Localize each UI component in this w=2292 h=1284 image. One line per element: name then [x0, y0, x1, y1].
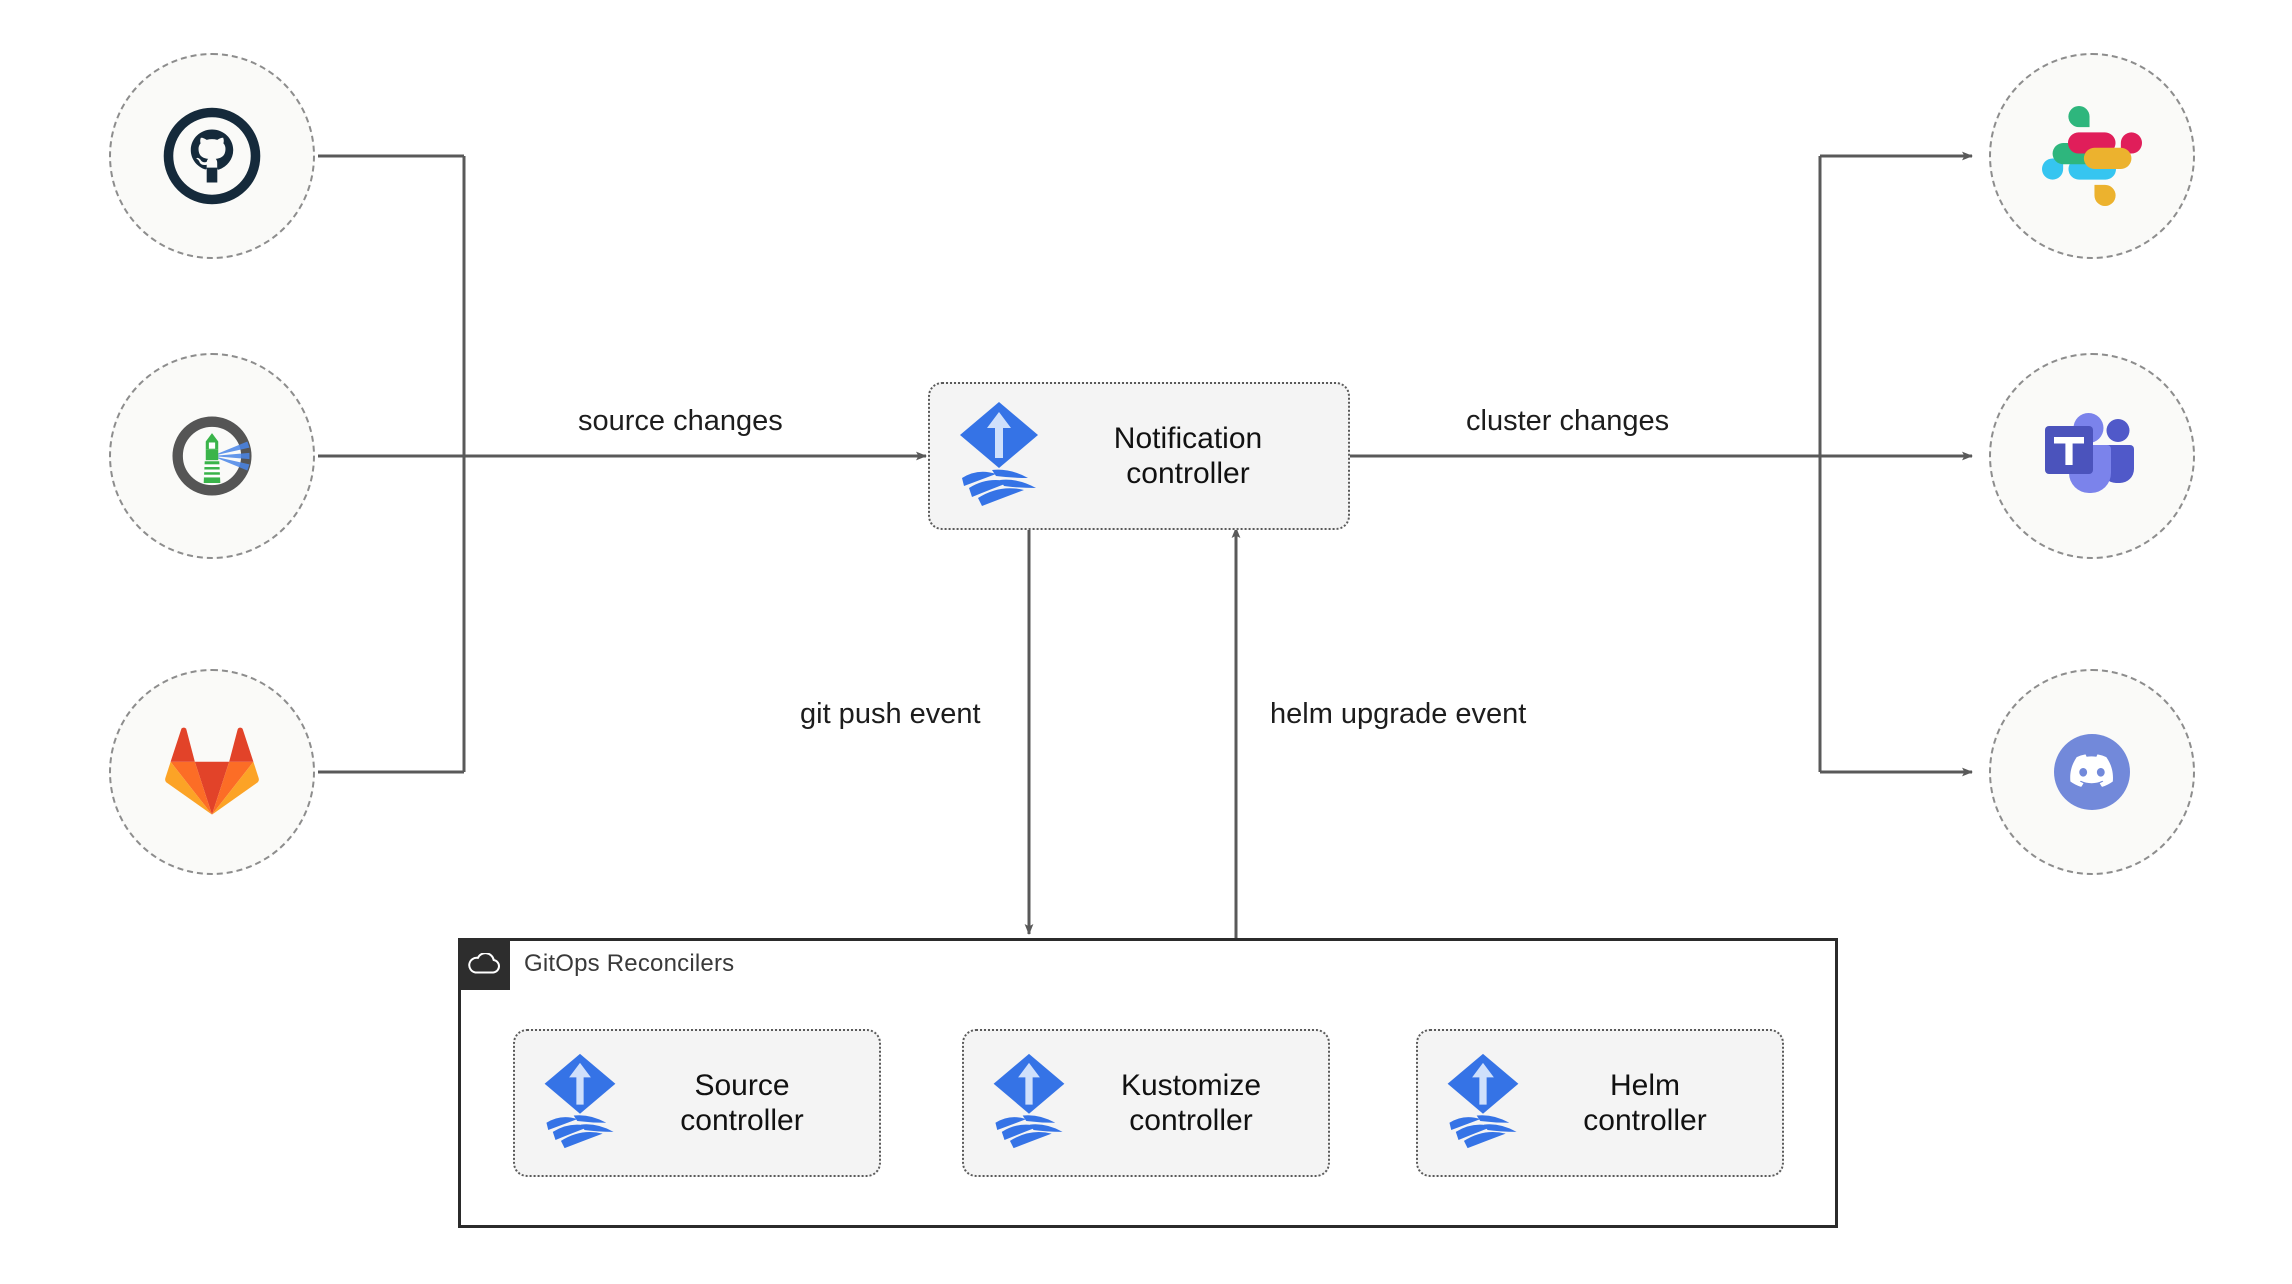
microsoft-teams-icon — [2040, 408, 2144, 504]
flux-logo-icon — [541, 1049, 619, 1158]
cloud-icon — [458, 938, 510, 990]
target-node-teams[interactable] — [1989, 353, 2195, 559]
edge-label-git-push-event: git push event — [800, 698, 981, 730]
helm-controller-label: Helm controller — [1583, 1068, 1707, 1137]
source-node-github[interactable] — [109, 53, 315, 259]
flux-logo-icon — [1444, 1049, 1522, 1158]
source-node-gitlab[interactable] — [109, 669, 315, 875]
target-node-discord[interactable] — [1989, 669, 2195, 875]
flux-logo-icon — [990, 1049, 1068, 1158]
gitops-reconcilers-title: GitOps Reconcilers — [524, 950, 735, 977]
notification-controller-label: Notification controller — [1113, 421, 1263, 490]
gitlab-icon — [160, 723, 264, 821]
kustomize-controller-label: Kustomize controller — [1120, 1068, 1262, 1137]
github-icon — [160, 104, 264, 208]
discord-icon — [2042, 722, 2142, 822]
source-controller-box[interactable]: Source controller — [513, 1029, 881, 1177]
target-node-slack[interactable] — [1989, 53, 2195, 259]
slack-icon — [2042, 106, 2142, 206]
flux-logo-icon — [956, 398, 1042, 515]
notification-controller-box[interactable]: Notification controller — [928, 382, 1350, 530]
helm-controller-box[interactable]: Helm controller — [1416, 1029, 1784, 1177]
source-node-flux[interactable] — [109, 353, 315, 559]
edge-label-helm-upgrade-event: helm upgrade event — [1270, 698, 1527, 730]
kustomize-controller-box[interactable]: Kustomize controller — [962, 1029, 1330, 1177]
source-controller-label: Source controller — [680, 1068, 804, 1137]
edge-label-source-changes: source changes — [578, 405, 783, 437]
flux-lighthouse-icon — [160, 404, 264, 508]
edge-label-cluster-changes: cluster changes — [1466, 405, 1670, 437]
